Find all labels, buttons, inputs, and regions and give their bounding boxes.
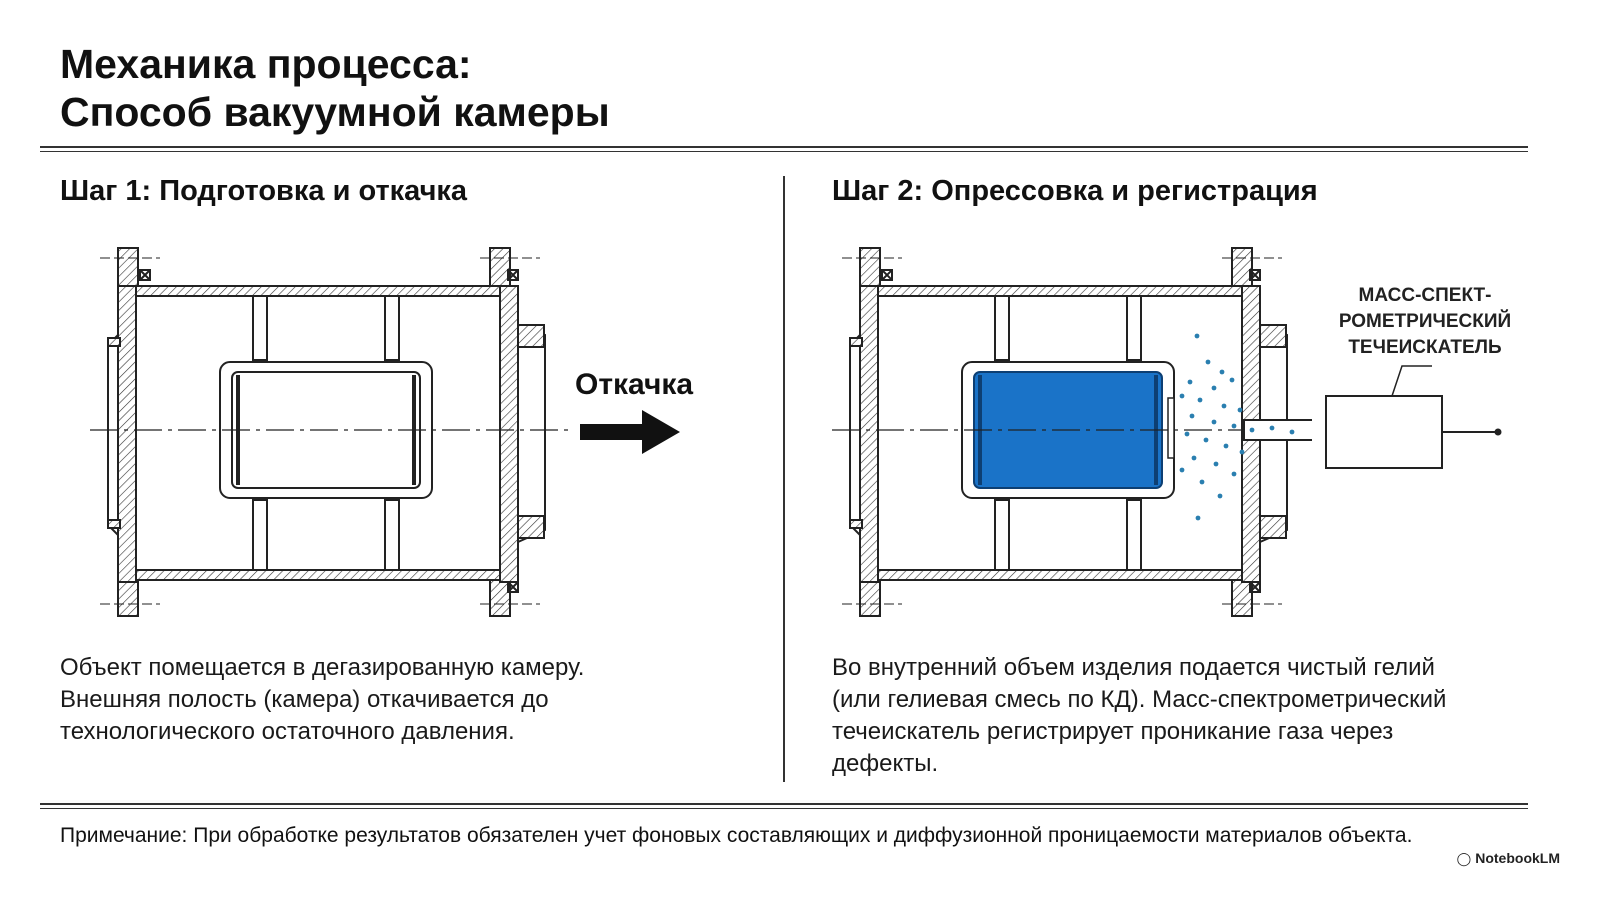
brand-name: NotebookLM [1475, 850, 1560, 866]
step1-desc-line-3: технологического остаточного давления. [60, 718, 515, 745]
detector-leader-line [1391, 365, 1432, 397]
detector-label-line-1: МАСС-СПЕКТ- [1358, 285, 1492, 306]
notebooklm-icon: ◯ [1456, 851, 1472, 866]
column-divider [783, 176, 785, 782]
probe-tube [1243, 419, 1312, 441]
title-line-2: Способ вакуумной камеры [60, 89, 610, 135]
title-line-1: Механика процесса: [60, 41, 472, 87]
step1-title: Шаг 1: Подготовка и откачка [60, 175, 468, 207]
pumping-label: Откачка [575, 368, 694, 401]
step2-desc-line-1: Во внутренний объем изделия подается чис… [832, 654, 1435, 681]
step1-desc-line-1: Объект помещается в дегазированную камер… [60, 654, 585, 681]
footnote: Примечание: При обработке результатов об… [60, 824, 1413, 847]
defect-gap [1167, 397, 1175, 459]
step2-desc-line-4: дефекты. [832, 750, 939, 777]
step2-title: Шаг 2: Опрессовка и регистрация [832, 175, 1318, 207]
step2-desc-line-3: течеискатель регистрирует проникание газ… [832, 718, 1394, 745]
top-rule-thin [40, 151, 1528, 152]
step1-desc-line-2: Внешняя полость (камера) откачивается до [60, 686, 549, 713]
pumping-arrow-icon [580, 410, 680, 454]
detector-unit [1325, 395, 1443, 469]
output-terminal-icon [1494, 428, 1502, 436]
bottom-rule-thin [40, 808, 1528, 809]
detector-label-line-2: РОМЕТРИЧЕСКИЙ [1338, 311, 1512, 332]
brand-logo: ◯NotebookLM [1457, 850, 1560, 867]
page-title: Механика процесса: Способ вакуумной каме… [60, 40, 1160, 136]
step1-description: Объект помещается в дегазированную камер… [60, 652, 760, 748]
leak-detector-box [1325, 365, 1502, 469]
chamber-body [107, 247, 546, 617]
helium-particles [1179, 333, 1295, 521]
bottom-rule [40, 803, 1528, 805]
detector-label-line-3: ТЕЧЕИСКАТЕЛЬ [1348, 337, 1502, 358]
chamber-diagram-step1 [90, 247, 570, 617]
detector-label: МАСС-СПЕКТ- РОМЕТРИЧЕСКИЙ ТЕЧЕИСКАТЕЛЬ [1310, 283, 1540, 361]
top-rule [40, 146, 1528, 148]
step2-description: Во внутренний объем изделия подается чис… [832, 652, 1532, 780]
step2-desc-line-2: (или гелиевая смесь по КД). Масс-спектро… [832, 686, 1447, 713]
chamber-diagram-step2 [832, 247, 1312, 617]
